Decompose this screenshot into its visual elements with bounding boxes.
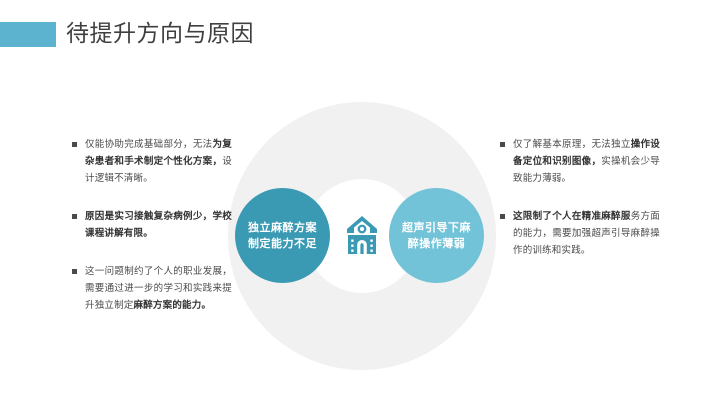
bullet-strong: 操作设备定位和识别图像，: [513, 139, 660, 167]
bubble-right-line1: 超声引导下麻: [402, 220, 471, 234]
bullet-marker-icon: [72, 214, 77, 219]
left-bullet-column: 仅能协助完成基础部分，无法为复杂患者和手术制定个性化方案，设计逻辑不清晰。 原因…: [72, 136, 232, 314]
bullet-strong: 这限制了个人在精准麻醉服: [513, 211, 631, 222]
bubble-left[interactable]: 独立麻醉方案 制定能力不足: [235, 188, 330, 283]
bullet-strong: 为复杂患者和手术制定个性化方案，: [85, 139, 232, 167]
venn-diagram: 独立麻醉方案 制定能力不足 超声引导下麻 醉操作薄弱: [228, 102, 498, 372]
page-title: 待提升方向与原因: [0, 21, 254, 47]
list-item: 仅能协助完成基础部分，无法为复杂患者和手术制定个性化方案，设计逻辑不清晰。: [72, 136, 232, 187]
list-item: 这一问题制约了个人的职业发展，需要通过进一步的学习和实践来提升独立制定麻醉方案的…: [72, 263, 232, 314]
bubble-right-line2: 醉操作薄弱: [407, 236, 466, 250]
bullet-tail: 务方面的能力，需要加强超声引导麻醉操作的训练和实践。: [513, 211, 660, 256]
title-accent-bar: [0, 21, 56, 47]
bubble-left-line2: 制定能力不足: [248, 236, 317, 250]
bullet-tail: 设计逻辑不清晰。: [85, 156, 232, 184]
list-item: 这限制了个人在精准麻醉服务方面的能力，需要加强超声引导麻醉操作的训练和实践。: [500, 208, 660, 259]
bullet-lead: 仅能协助完成基础部分，无法: [85, 139, 213, 150]
bubble-left-line1: 独立麻醉方案: [248, 220, 317, 234]
bullet-marker-icon: [500, 142, 505, 147]
title-text: 待提升方向与原因: [66, 21, 254, 47]
bullet-marker-icon: [500, 214, 505, 219]
bullet-lead: 仅了解基本原理，无法独立: [513, 139, 631, 150]
bullet-strong: 原因是实习接触复杂病例少，学校课程讲解有限。: [85, 211, 232, 239]
bullet-strong: 麻醉方案的能力。: [133, 300, 212, 311]
bullet-marker-icon: [72, 142, 77, 147]
school-building-icon: [333, 207, 391, 265]
bubble-right[interactable]: 超声引导下麻 醉操作薄弱: [389, 188, 484, 283]
list-item: 原因是实习接触复杂病例少，学校课程讲解有限。: [72, 208, 232, 242]
bullet-marker-icon: [72, 269, 77, 274]
list-item: 仅了解基本原理，无法独立操作设备定位和识别图像，实操机会少导致能力薄弱。: [500, 136, 660, 187]
right-bullet-column: 仅了解基本原理，无法独立操作设备定位和识别图像，实操机会少导致能力薄弱。 这限制…: [500, 136, 660, 259]
bullet-lead: 这一问题制约了个人的职业发展，需要通过进一步的学习和实践来提升独立制定: [85, 266, 232, 311]
bullet-tail: 实操机会少导致能力薄弱。: [513, 156, 660, 184]
